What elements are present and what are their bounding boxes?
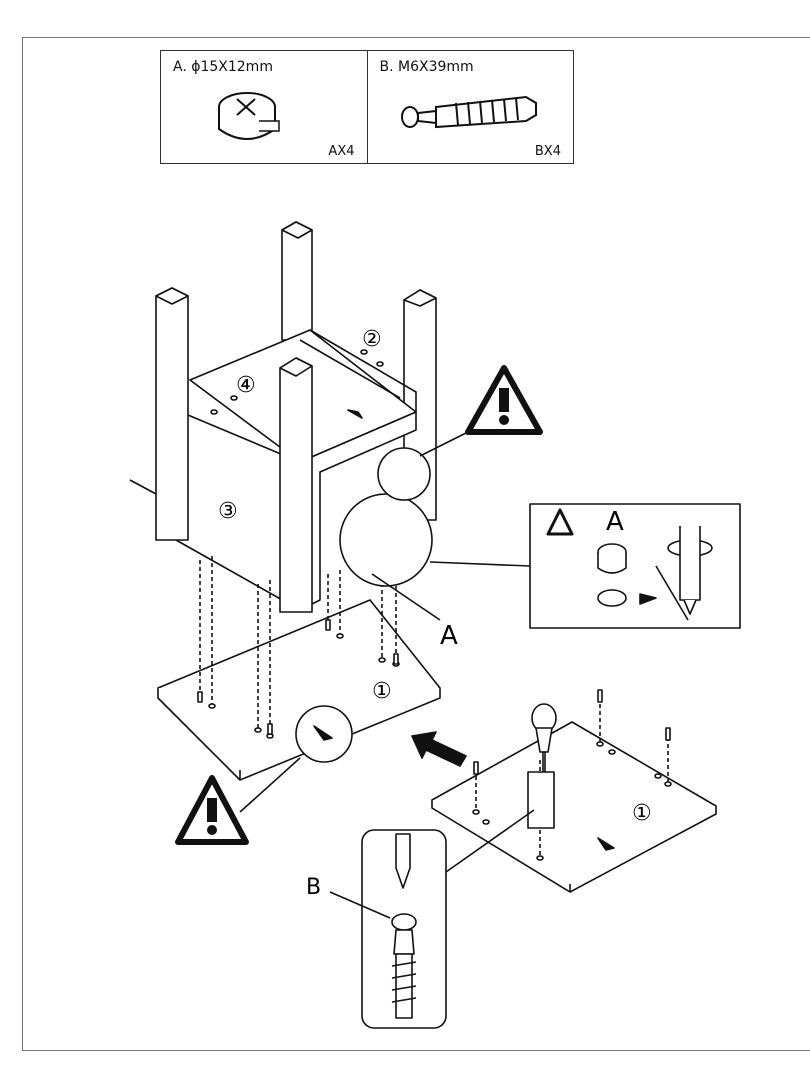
panel-1-right-label: ① — [632, 801, 652, 826]
panel-4-label: ④ — [236, 373, 256, 398]
warning-icon — [178, 778, 246, 842]
warning-icon — [468, 368, 540, 432]
panel-1-detail — [432, 722, 716, 892]
detail-circle-rail — [378, 448, 430, 500]
fitting-a-label: A — [440, 621, 458, 651]
arrow-icon — [412, 732, 466, 766]
detail-circle-cam — [340, 494, 432, 586]
screwdriver-zoom-frame — [528, 772, 554, 828]
panel-3-label: ③ — [218, 499, 238, 524]
detail-a-label: A — [606, 507, 624, 537]
panel-2-label: ② — [362, 327, 382, 352]
fitting-b-label: B — [306, 875, 321, 900]
panel-1-label: ① — [372, 679, 392, 704]
